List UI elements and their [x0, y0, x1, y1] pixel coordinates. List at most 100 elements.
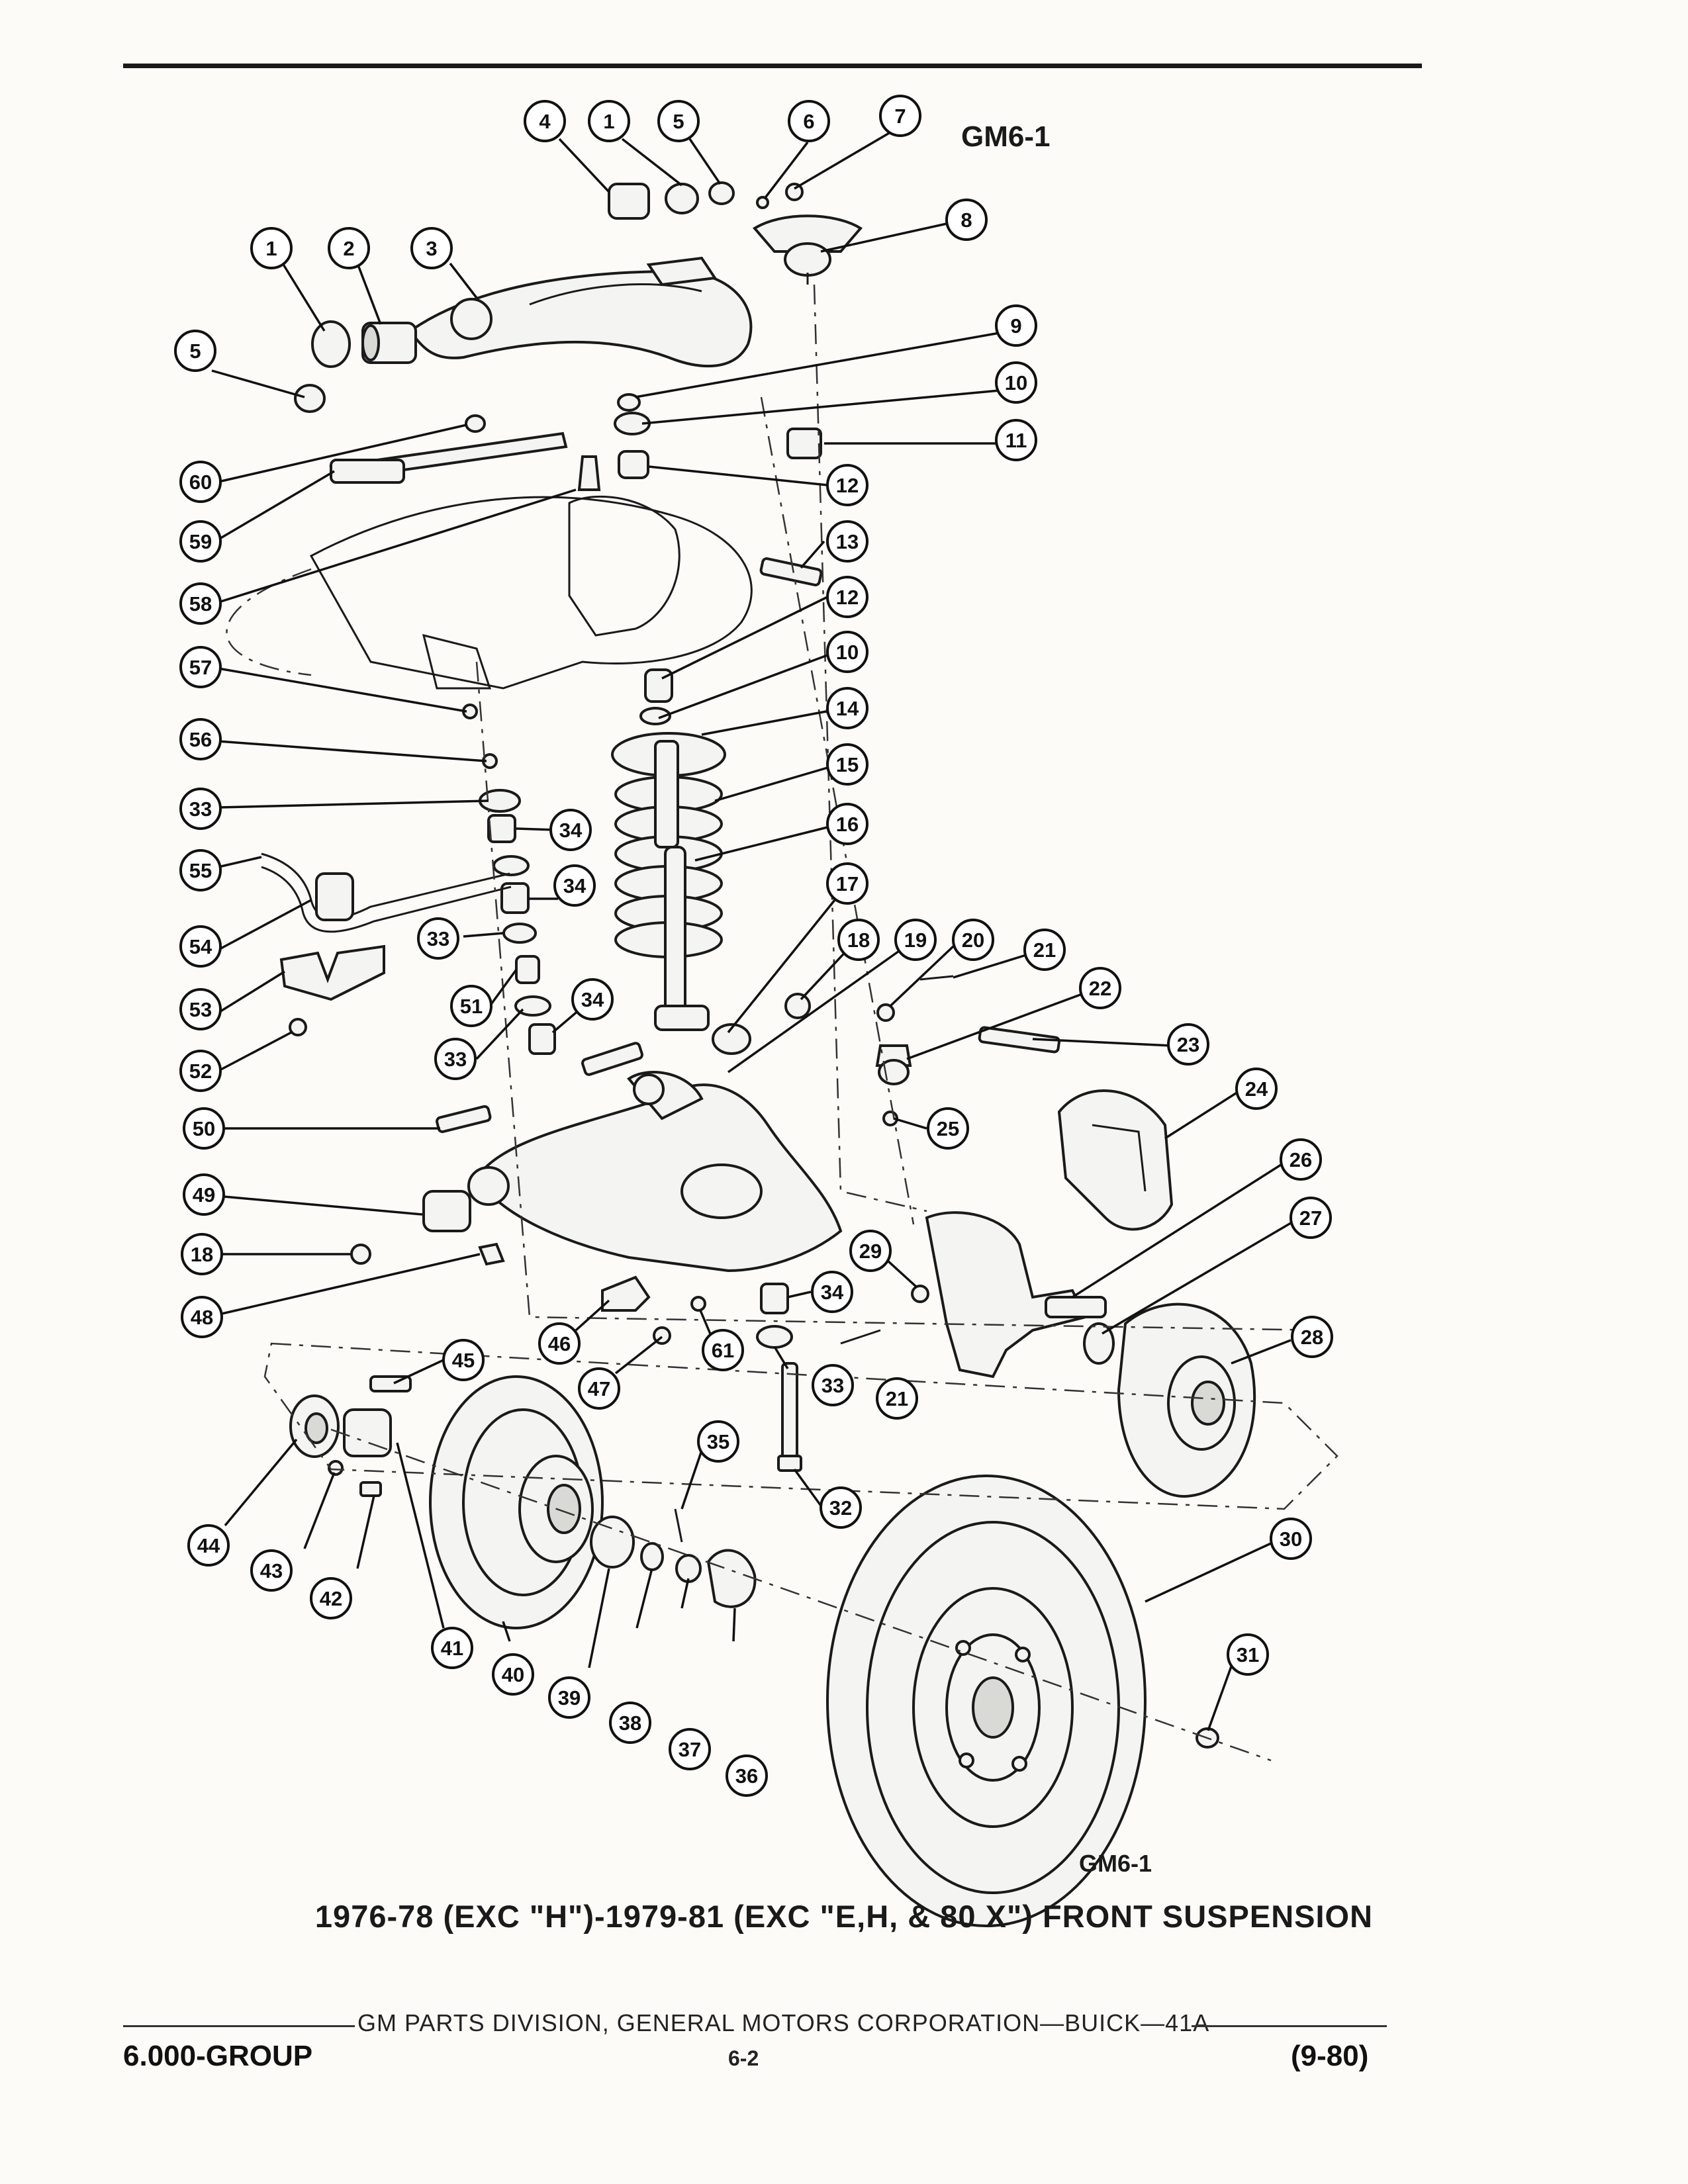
callout-46: 46 — [538, 1322, 581, 1365]
footer-rule-right — [1192, 2025, 1387, 2027]
callout-48: 48 — [181, 1296, 223, 1338]
callout-33-left: 33 — [179, 788, 222, 830]
svg-text:25: 25 — [937, 1117, 959, 1140]
svg-text:45: 45 — [452, 1349, 475, 1372]
caliper — [1057, 1089, 1174, 1231]
callout-24: 24 — [1235, 1068, 1278, 1110]
callout-18-left: 18 — [181, 1233, 223, 1275]
svg-text:12: 12 — [836, 586, 859, 609]
svg-text:21: 21 — [886, 1387, 908, 1410]
callout-5-top: 5 — [657, 100, 700, 142]
steering-knuckle — [840, 1211, 1107, 1379]
svg-text:32: 32 — [829, 1496, 852, 1520]
svg-text:17: 17 — [836, 872, 859, 895]
callout-34-lower: 34 — [811, 1271, 853, 1313]
callout-36: 36 — [726, 1754, 768, 1797]
leader-lines — [211, 131, 1291, 1731]
callout-43: 43 — [250, 1549, 293, 1592]
callout-15: 15 — [826, 743, 868, 786]
svg-text:33: 33 — [821, 1374, 844, 1397]
hub-and-rotor — [289, 1375, 604, 1629]
svg-text:57: 57 — [189, 656, 212, 679]
svg-text:58: 58 — [189, 592, 212, 615]
bumper-stack-upper — [577, 393, 822, 491]
svg-text:52: 52 — [189, 1060, 212, 1083]
svg-text:46: 46 — [548, 1332, 571, 1355]
strut-rod — [329, 414, 568, 484]
svg-text:55: 55 — [189, 859, 212, 882]
svg-text:14: 14 — [836, 697, 859, 720]
upper-ball-joint — [752, 183, 863, 285]
callout-3: 3 — [410, 227, 453, 269]
svg-text:34: 34 — [821, 1281, 844, 1304]
callout-4: 4 — [524, 100, 566, 142]
footer-page-number: 6-2 — [728, 2046, 759, 2070]
callout-34-c: 34 — [571, 978, 614, 1021]
callout-42: 42 — [310, 1577, 352, 1619]
svg-text:54: 54 — [189, 935, 212, 958]
lower-control-arm — [350, 1042, 843, 1273]
svg-text:18: 18 — [847, 929, 870, 952]
svg-text:34: 34 — [559, 819, 583, 842]
svg-text:11: 11 — [1006, 429, 1027, 452]
svg-text:44: 44 — [197, 1534, 220, 1557]
callout-33-c: 33 — [434, 1038, 477, 1080]
svg-text:12: 12 — [836, 474, 859, 497]
callout-47: 47 — [578, 1367, 620, 1410]
svg-text:41: 41 — [441, 1637, 463, 1660]
callout-38: 38 — [609, 1702, 651, 1744]
frame-crossmember — [226, 495, 753, 690]
svg-text:50: 50 — [193, 1117, 215, 1140]
svg-text:31: 31 — [1237, 1643, 1259, 1666]
callout-6: 6 — [788, 100, 830, 142]
figure-id-top: GM6-1 — [961, 120, 1051, 153]
callout-27: 27 — [1289, 1197, 1332, 1239]
callout-37: 37 — [669, 1728, 711, 1770]
svg-text:40: 40 — [502, 1663, 524, 1686]
callout-61: 61 — [702, 1329, 744, 1371]
callout-31: 31 — [1227, 1633, 1269, 1676]
callout-52: 52 — [179, 1050, 222, 1092]
svg-text:35: 35 — [707, 1430, 729, 1453]
stabilizer-link-stack — [462, 704, 556, 1055]
svg-text:33: 33 — [444, 1048, 467, 1071]
assembly-paths — [263, 284, 1338, 1762]
svg-text:47: 47 — [588, 1377, 610, 1400]
svg-text:39: 39 — [558, 1686, 581, 1709]
svg-text:43: 43 — [260, 1559, 283, 1582]
svg-text:56: 56 — [189, 728, 212, 751]
stabilizer-bar — [261, 852, 512, 1036]
callout-39: 39 — [548, 1676, 590, 1719]
callout-9: 9 — [995, 304, 1037, 347]
callout-19: 19 — [894, 919, 937, 961]
callout-23: 23 — [1167, 1023, 1209, 1066]
callout-41: 41 — [431, 1627, 473, 1669]
svg-text:24: 24 — [1245, 1077, 1268, 1101]
callout-59: 59 — [179, 520, 222, 563]
diagram-caption: 1976-78 (EXC "H")-1979-81 (EXC "E,H, & 8… — [314, 1899, 1374, 1934]
footer-rule-left — [123, 2025, 355, 2027]
svg-text:22: 22 — [1089, 977, 1111, 1000]
wheel — [826, 1475, 1219, 1927]
callout-34-a: 34 — [549, 809, 592, 851]
callout-60: 60 — [179, 461, 222, 503]
callout-5-left: 5 — [174, 330, 216, 372]
svg-text:33: 33 — [189, 797, 212, 821]
callout-53: 53 — [179, 988, 222, 1030]
svg-text:29: 29 — [859, 1240, 882, 1263]
svg-text:53: 53 — [189, 998, 212, 1021]
callout-12-mid: 12 — [826, 576, 868, 618]
svg-text:9: 9 — [1010, 314, 1021, 338]
svg-text:4: 4 — [539, 110, 551, 133]
svg-text:36: 36 — [735, 1764, 758, 1788]
svg-text:59: 59 — [189, 530, 212, 553]
callout-29: 29 — [849, 1230, 892, 1272]
footer-date: (9-80) — [1291, 2040, 1369, 2072]
callout-18-right: 18 — [837, 919, 880, 961]
svg-text:13: 13 — [836, 530, 859, 553]
callout-33-b: 33 — [417, 917, 459, 960]
callout-7: 7 — [879, 95, 921, 137]
svg-text:19: 19 — [904, 929, 927, 952]
callout-2: 2 — [328, 227, 370, 269]
callout-10-top: 10 — [995, 361, 1037, 404]
